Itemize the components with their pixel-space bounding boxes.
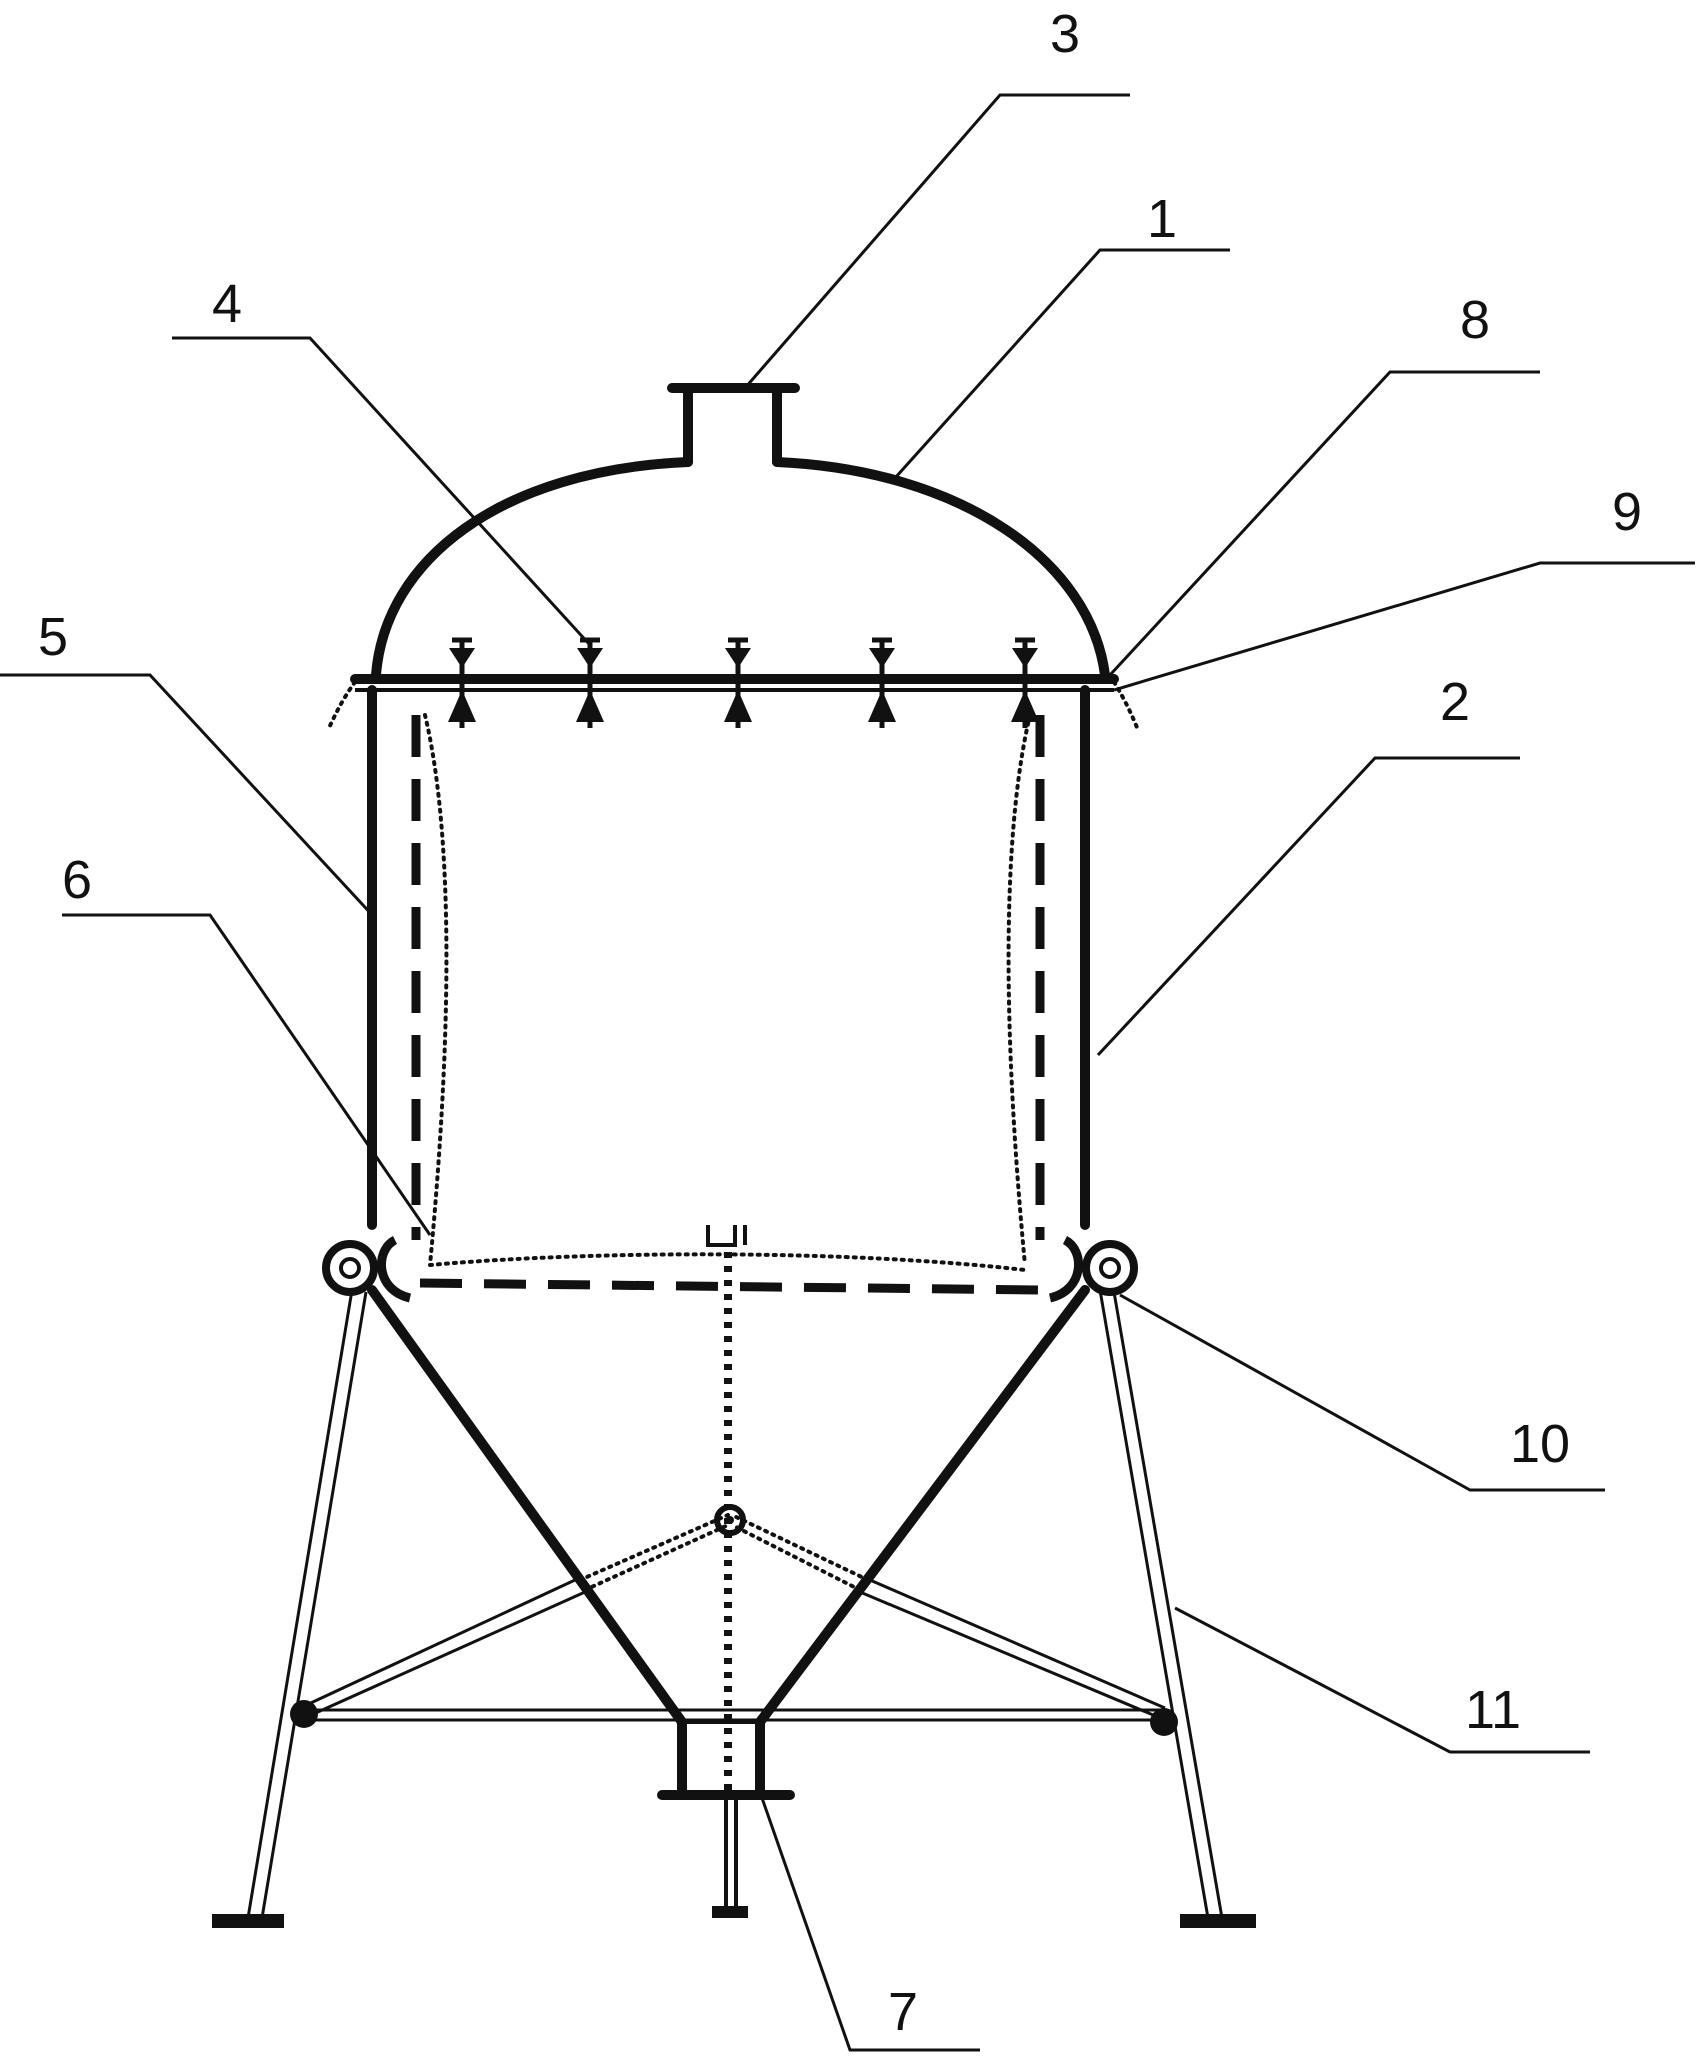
left-hinge — [322, 1235, 412, 1303]
top-outlet-nozzle — [667, 383, 800, 467]
right-hinge — [1048, 1235, 1138, 1303]
inner-filter-basket — [411, 713, 1045, 1295]
conical-bottom — [367, 1285, 1090, 1727]
callout-1: 1 — [1147, 189, 1177, 249]
spray-nozzle — [724, 637, 752, 728]
spray-nozzle-row — [448, 637, 1039, 728]
cross-bracing — [290, 1513, 1178, 1736]
shaft-top-fitting — [706, 1225, 747, 1247]
domed-head — [371, 457, 1110, 680]
callout-2: 2 — [1440, 672, 1470, 732]
support-legs — [212, 1289, 1256, 1928]
spray-nozzle — [1011, 637, 1039, 728]
callout-7: 7 — [888, 1982, 918, 2042]
spray-nozzle — [448, 637, 476, 728]
callout-5: 5 — [38, 607, 68, 667]
callout-3: 3 — [1050, 4, 1080, 64]
callout-8: 8 — [1460, 290, 1490, 350]
callout-4: 4 — [212, 274, 242, 334]
callout-11: 11 — [1465, 1680, 1521, 1740]
spray-nozzle — [576, 637, 604, 728]
cylindrical-shell — [367, 685, 1090, 1230]
bottom-outlet-nozzle — [657, 1717, 795, 1918]
callout-labels: 3 1 4 8 9 5 2 6 10 11 7 — [38, 4, 1642, 2042]
top-flange-plate — [326, 674, 1140, 732]
leader-lines — [0, 93, 1695, 2052]
spray-nozzle — [868, 637, 896, 728]
callout-10: 10 — [1510, 1414, 1570, 1474]
callout-9: 9 — [1612, 482, 1642, 542]
callout-6: 6 — [62, 850, 92, 910]
